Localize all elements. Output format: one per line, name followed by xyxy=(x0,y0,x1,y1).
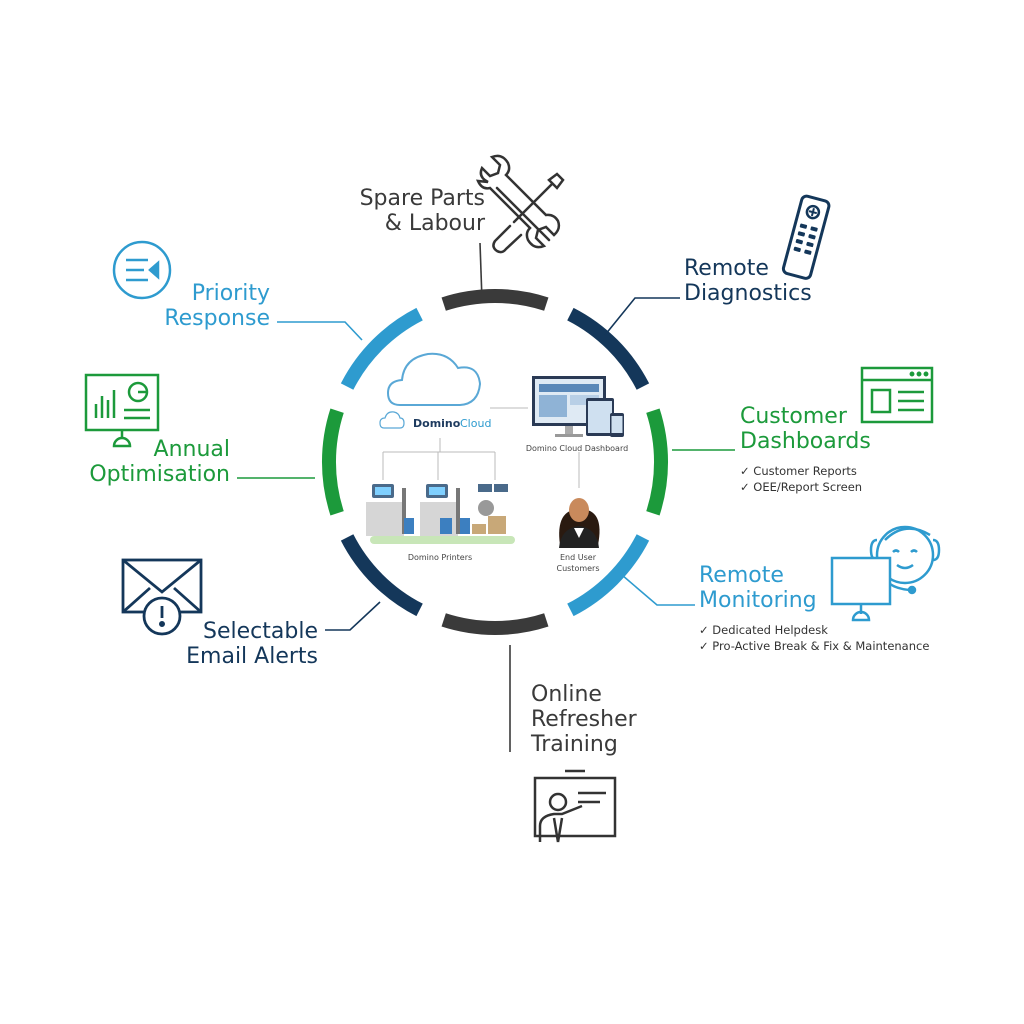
chart-monitor-icon xyxy=(84,373,160,448)
presentation-icon xyxy=(533,769,617,843)
ring-segment-annual-optimisation xyxy=(321,408,344,516)
remote-control-icon xyxy=(781,194,831,280)
domino-cloud-brand: Domino xyxy=(413,417,461,430)
ring-segment-online-refresher-training xyxy=(441,613,549,636)
leader-remote-monitoring xyxy=(621,574,695,606)
remote-monitoring-bullets: ✓ Dedicated Helpdesk✓ Pro-Active Break &… xyxy=(699,623,930,653)
ring-segment-priority-response xyxy=(340,307,423,390)
leader-spare-parts xyxy=(479,242,483,301)
ring-segment-remote-monitoring xyxy=(567,534,650,617)
email-alert-icon xyxy=(121,558,203,636)
dashboard-window-icon xyxy=(860,366,934,424)
headset-agent-icon xyxy=(830,525,941,622)
ring-segment-remote-diagnostics xyxy=(567,307,650,390)
center-illustration: Domino Cloud xyxy=(366,352,624,548)
cloud-icon xyxy=(386,352,482,406)
priority-list-icon xyxy=(112,240,172,300)
tools-icon xyxy=(475,154,565,254)
ring-segment-selectable-email-alerts xyxy=(340,534,423,617)
dashboard-label: Domino Cloud Dashboard xyxy=(525,444,629,453)
printers-label: Domino Printers xyxy=(407,553,473,562)
ring-segment-spare-parts-labour xyxy=(441,288,549,311)
printers-icon xyxy=(366,484,515,544)
dashboard-devices-icon xyxy=(532,376,624,437)
end-user-avatar-icon xyxy=(559,498,600,548)
ring-segment-customer-dashboards xyxy=(646,408,669,516)
leader-email-alerts xyxy=(325,601,381,631)
leader-remote-diagnostics xyxy=(604,297,680,336)
customer-dashboards-bullets: ✓ Customer Reports✓ OEE/Report Screen xyxy=(740,464,863,494)
label-spare-parts-labour: Spare Parts& Labour xyxy=(359,186,485,236)
small-cloud-icon xyxy=(379,411,405,429)
domino-cloud-word: Cloud xyxy=(460,417,491,430)
service-ring xyxy=(321,288,669,636)
leader-priority-response xyxy=(277,321,363,341)
